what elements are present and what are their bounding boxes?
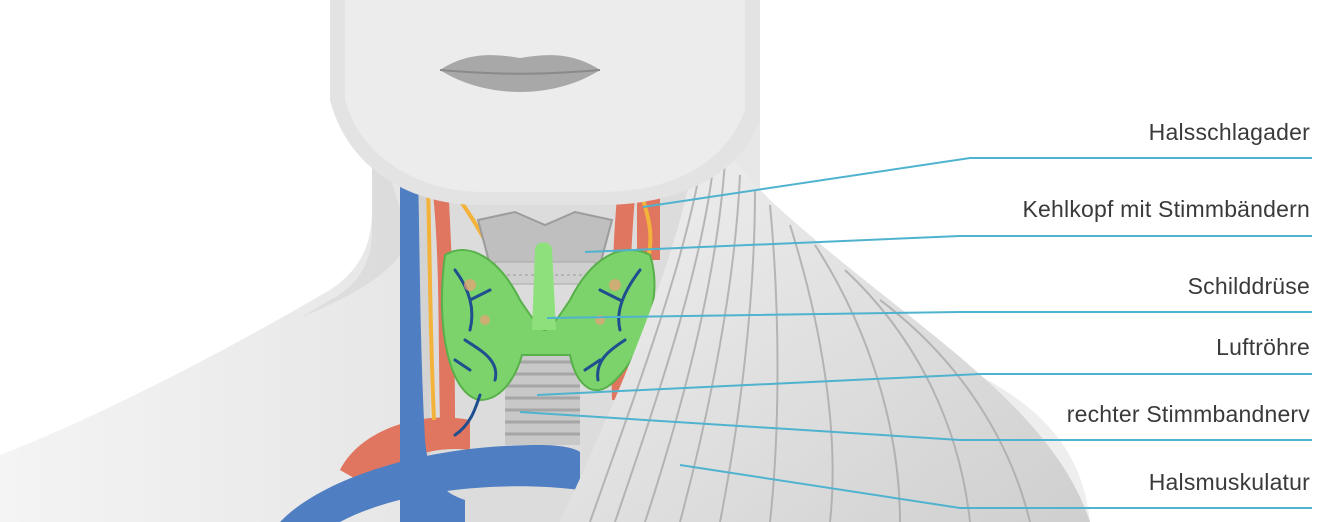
label-schilddruese: Schilddrüse <box>1188 273 1310 299</box>
labels: Halsschlagader Kehlkopf mit Stimmbändern… <box>1022 119 1310 495</box>
label-halsmuskulatur: Halsmuskulatur <box>1149 469 1310 495</box>
label-luftroehre: Luftröhre <box>1216 334 1310 360</box>
label-kehlkopf: Kehlkopf mit Stimmbändern <box>1022 196 1310 222</box>
head <box>330 0 760 205</box>
label-halsschlagader: Halsschlagader <box>1149 119 1310 145</box>
label-stimmbandnerv: rechter Stimmbandnerv <box>1067 401 1311 427</box>
